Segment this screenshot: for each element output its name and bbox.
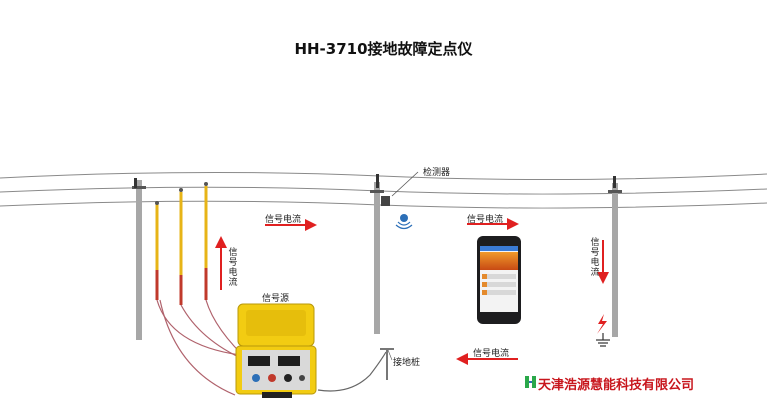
ground-stake-label: 接地桩 — [393, 358, 421, 368]
signal-current-label-2: 信号电流 — [467, 215, 504, 225]
diagram-title: HH-3710接地故障定点仪 — [294, 40, 473, 58]
phone-screen — [480, 246, 518, 312]
company-name: 天津浩源慧能科技有限公司 — [538, 378, 695, 393]
signal-current-label-1: 信号电流 — [265, 215, 302, 225]
signal-current-label-3: 信号电流 — [473, 349, 510, 359]
detector-label: 检测器 — [423, 168, 451, 178]
utility-pole-right — [608, 176, 622, 337]
utility-pole-middle — [370, 174, 390, 334]
detector-sensor — [395, 214, 413, 230]
signal-source-device — [235, 303, 317, 398]
detector-pointer — [391, 171, 419, 197]
ground-lead — [317, 351, 387, 392]
ground-symbol-icon — [596, 333, 610, 347]
phone-receiver — [477, 236, 521, 324]
ground-stake-pointer — [387, 349, 393, 361]
utility-pole-left — [132, 178, 146, 340]
signal-current-label-vertical-right: 信号电流 — [590, 238, 600, 278]
fault-lightning-icon — [597, 314, 607, 334]
grounding-sticks — [155, 182, 208, 305]
signal-source-label: 信号源 — [262, 294, 290, 304]
ground-stake — [380, 348, 394, 380]
signal-current-label-vertical-left: 信号电流 — [228, 248, 238, 288]
conductor-top — [0, 171, 767, 181]
company-logo-icon — [525, 376, 536, 388]
